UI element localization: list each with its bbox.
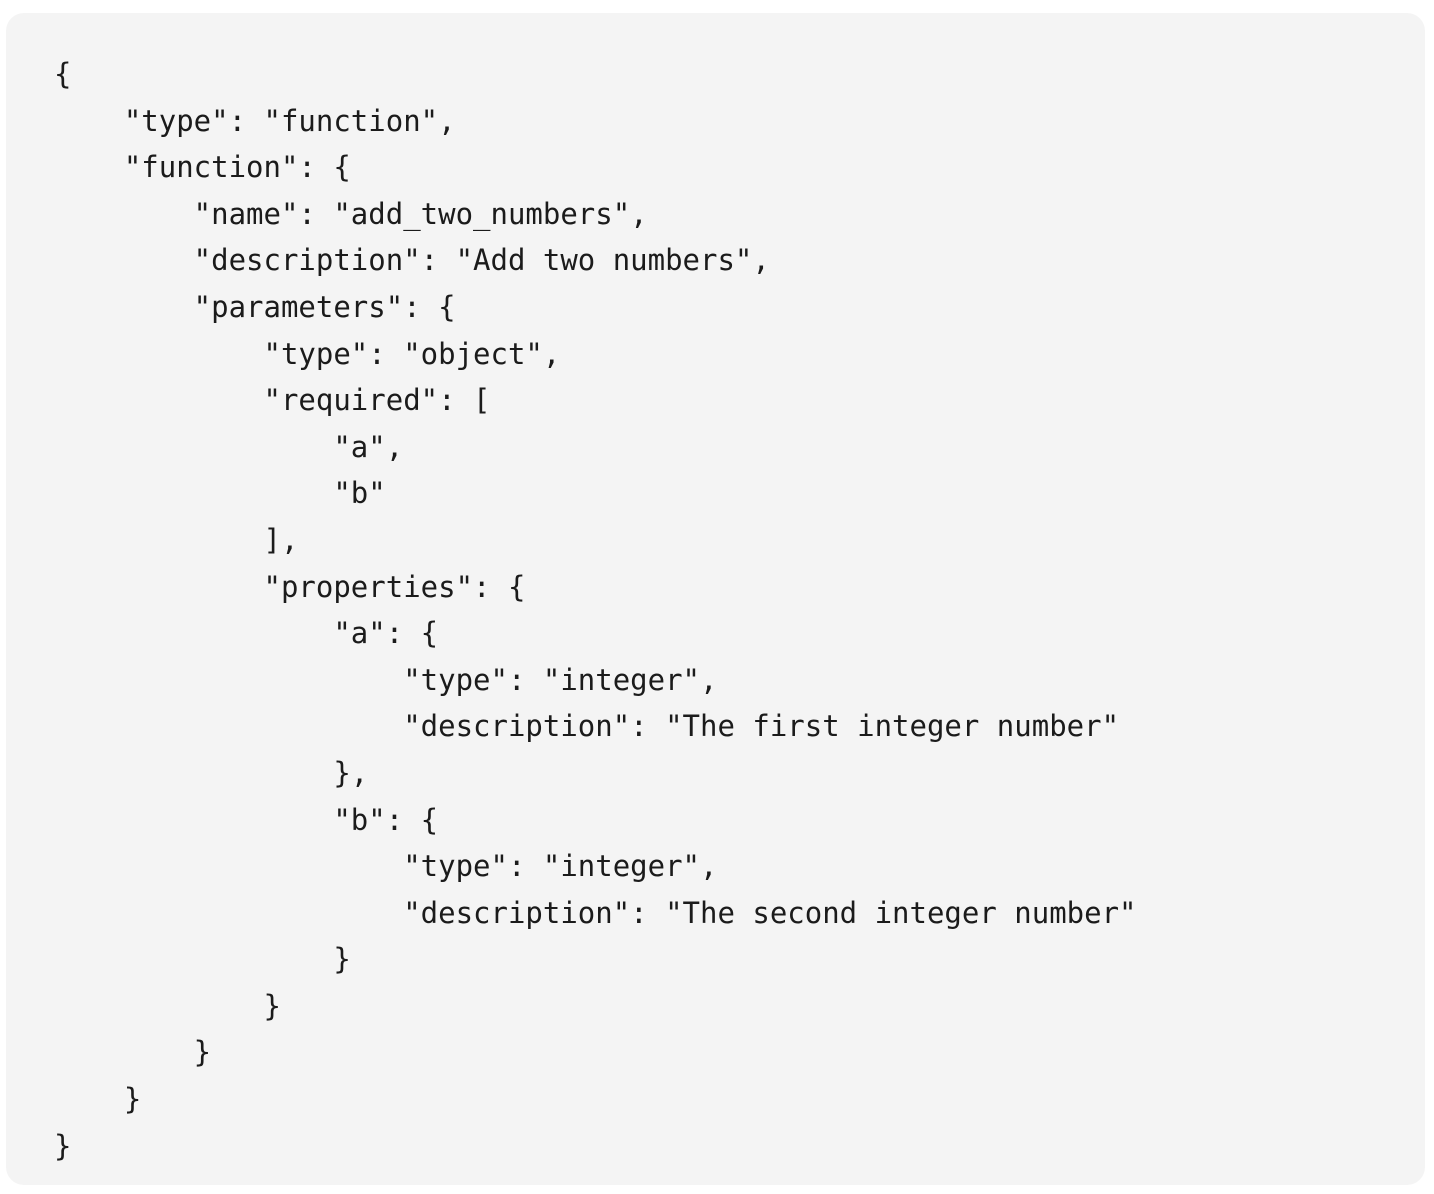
code-line: "properties": { [54,569,526,604]
code-line: "description": "The second integer numbe… [54,895,1137,930]
code-line: "type": "function", [54,103,456,138]
code-line: ], [54,522,299,557]
code-line: "name": "add_two_numbers", [54,196,648,231]
code-line: "type": "integer", [54,662,718,697]
code-line: } [54,942,351,977]
code-line: "type": "object", [54,336,561,371]
code-line: }, [54,755,369,790]
code-line: "parameters": { [54,289,456,324]
code-line: } [54,1128,72,1163]
code-line: "a", [54,429,404,464]
code-line: "function": { [54,150,351,185]
code-line: "description": "Add two numbers", [54,243,770,278]
code-block: { "type": "function", "function": { "nam… [6,13,1425,1185]
code-line: } [54,988,281,1023]
code-line: "description": "The first integer number… [54,709,1120,744]
code-line: "required": [ [54,383,491,418]
code-line: "a": { [54,616,439,651]
code-line: } [54,1082,142,1117]
code-line: "b": { [54,802,439,837]
code-line: } [54,1035,212,1070]
code-line: { [54,57,72,91]
code-line: "b" [54,476,386,511]
code-line: "type": "integer", [54,849,718,884]
